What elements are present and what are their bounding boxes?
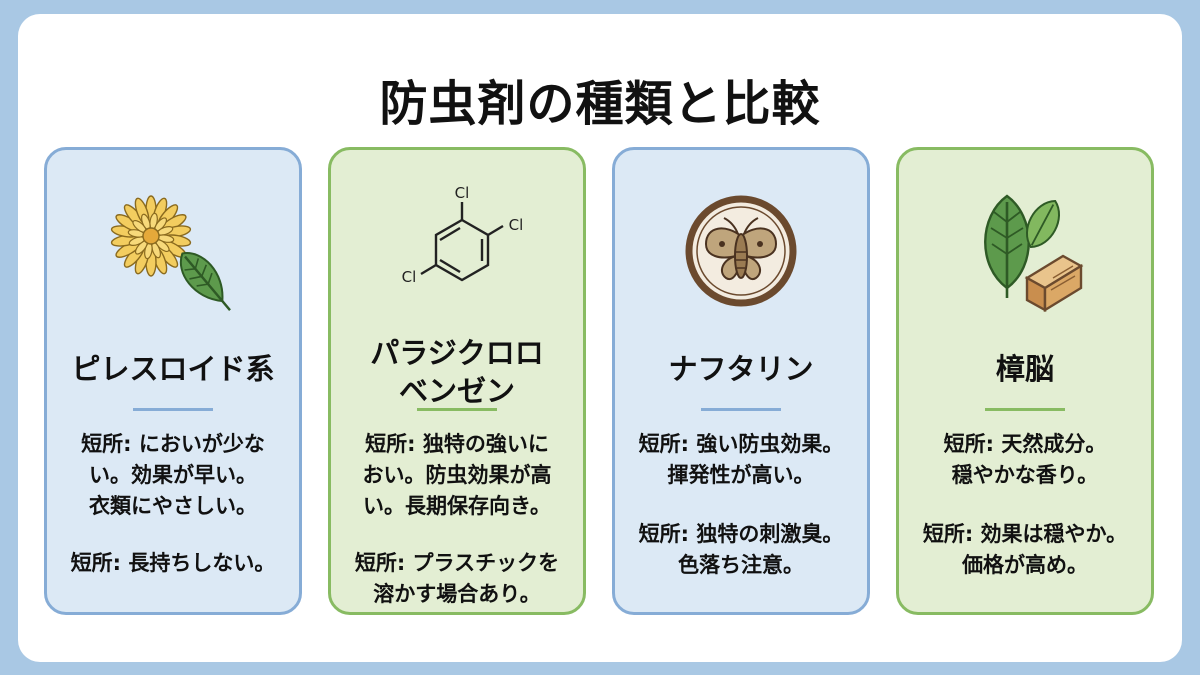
pros-line: 衣類にやさしい。 — [89, 494, 257, 518]
card-title-line: パラジクロロ — [370, 336, 544, 370]
pros-line: 短所: 天然成分。 — [943, 432, 1107, 456]
card-pros: 短所: 独特の強いに おい。防虫効果が高 い。長期保存向き。 — [343, 429, 571, 522]
card-cons: 短所: プラスチックを 溶かす場合あり。 — [343, 548, 571, 610]
cons-line: 短所: 長持ちしない。 — [70, 551, 276, 575]
card-title: パラジクロロ ベンゼン — [331, 334, 583, 410]
leaf-wood-icon — [899, 186, 1151, 316]
cons-line: 溶かす場合あり。 — [373, 582, 541, 606]
card-paradichlorobenzene: Cl Cl Cl パラジクロロ ベンゼン 短所: 独特の強いに おい。防虫効果が… — [328, 147, 586, 615]
pros-line: 揮発性が高い。 — [667, 463, 815, 487]
card-title-line: 樟脳 — [995, 352, 1054, 386]
cons-line: 色落ち注意。 — [678, 553, 804, 577]
pros-line: おい。防虫効果が高 — [362, 463, 552, 487]
card-divider — [985, 408, 1065, 411]
card-divider — [701, 408, 781, 411]
card-cons: 短所: 独特の刺激臭。 色落ち注意。 — [627, 519, 855, 581]
chlorine-label: Cl — [402, 268, 417, 286]
cons-line: 短所: 独特の刺激臭。 — [638, 522, 844, 546]
card-cons: 短所: 長持ちしない。 — [59, 548, 287, 579]
card-camphor: 樟脳 短所: 天然成分。 穏やかな香り。 短所: 効果は穏やか。 価格が高め。 — [896, 147, 1154, 615]
card-title: ナフタリン — [615, 350, 867, 388]
pros-line: い。長期保存向き。 — [363, 494, 551, 518]
card-cons: 短所: 効果は穏やか。 価格が高め。 — [911, 519, 1139, 581]
chlorine-label: Cl — [455, 184, 470, 202]
card-pyrethroid: ピレスロイド系 短所: においが少な い。効果が早い。 衣類にやさしい。 短所:… — [44, 147, 302, 615]
pros-line: 短所: においが少な — [81, 432, 265, 456]
cons-line: 価格が高め。 — [962, 553, 1088, 577]
page-title: 防虫剤の種類と比較 — [379, 76, 821, 132]
benzene-ring-icon: Cl Cl Cl — [331, 182, 583, 312]
card-title-line: ナフタリン — [668, 352, 814, 386]
card-divider — [417, 408, 497, 411]
card-title-line: ピレスロイド系 — [71, 352, 275, 386]
card-pros: 短所: 強い防虫効果。 揮発性が高い。 — [627, 429, 855, 491]
pros-line: 短所: 独特の強いに — [365, 432, 549, 456]
card-title: 樟脳 — [899, 350, 1151, 388]
card-title-line: ベンゼン — [398, 374, 515, 408]
chrysanthemum-leaf-icon — [47, 186, 299, 316]
card-pros: 短所: 天然成分。 穏やかな香り。 — [911, 429, 1139, 491]
cons-line: 短所: 効果は穏やか。 — [922, 522, 1128, 546]
pros-line: い。効果が早い。 — [89, 463, 257, 487]
chlorine-label: Cl — [509, 216, 524, 234]
card-naphthalene: ナフタリン 短所: 強い防虫効果。 揮発性が高い。 短所: 独特の刺激臭。 色落… — [612, 147, 870, 615]
card-pros: 短所: においが少な い。効果が早い。 衣類にやさしい。 — [59, 429, 287, 522]
pros-line: 穏やかな香り。 — [951, 463, 1099, 487]
cons-line: 短所: プラスチックを — [354, 551, 560, 575]
card-title: ピレスロイド系 — [47, 350, 299, 388]
moth-icon — [615, 186, 867, 316]
pros-line: 短所: 強い防虫効果。 — [638, 432, 844, 456]
card-divider — [133, 408, 213, 411]
